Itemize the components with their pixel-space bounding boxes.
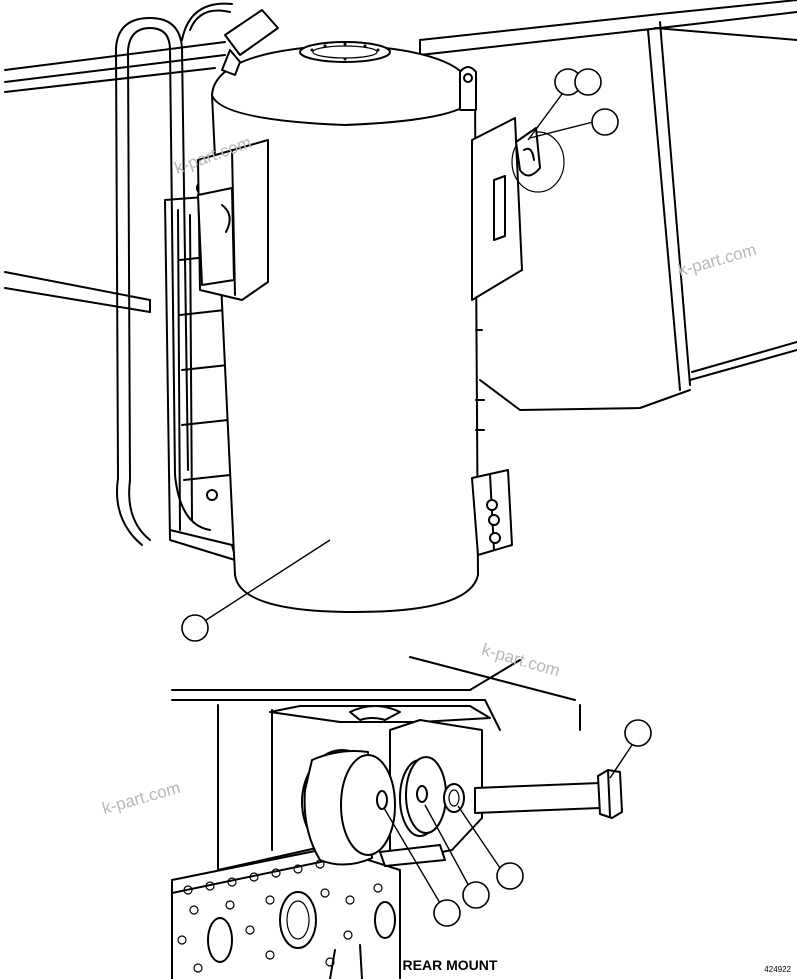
top-fittings [181,2,279,76]
figure-number: 424922 [764,965,791,974]
callout-bubble [574,68,602,96]
mount-plate [171,847,401,979]
tank-bracket-left [197,139,269,301]
lower-mount-bracket [471,329,513,556]
callout-bubble [181,614,209,642]
frame-rail [4,0,797,411]
callout-bubble [433,899,461,927]
tank-bracket-right [471,117,565,301]
tank-cylinder [211,41,479,613]
callout-bubble [591,108,619,136]
rear-mount-frame [171,656,581,871]
isolator-stack [301,719,483,867]
callouts [181,68,652,927]
diagram-caption: REAR MOUNT [402,957,498,973]
mount-bolt [474,769,623,819]
callout-bubble [496,862,524,890]
callout-bubble [624,719,652,747]
callout-bubble [462,881,490,909]
